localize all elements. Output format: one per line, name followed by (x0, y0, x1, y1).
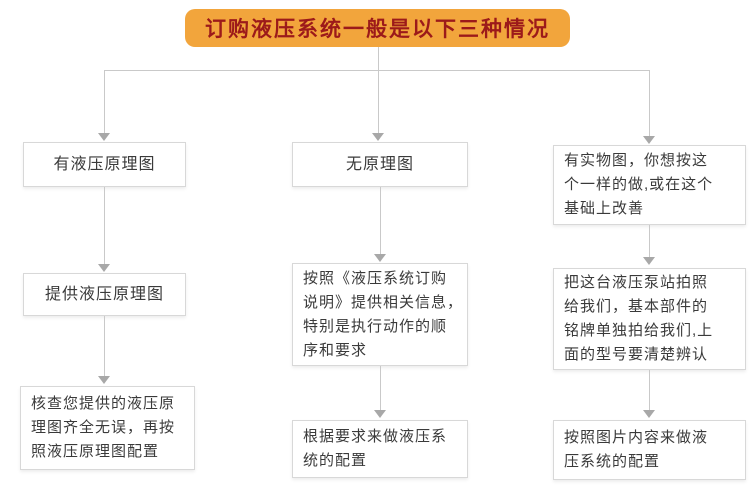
connector-line (380, 187, 381, 254)
arrow-down-icon (643, 257, 655, 265)
connector-line (104, 316, 105, 376)
connector-line (104, 70, 650, 71)
connector-line (378, 47, 379, 71)
box-config-by-photos: 按照图片内容来做液 压系统的配置 (553, 420, 746, 480)
arrow-down-icon (98, 133, 110, 141)
box-no-schematic: 无原理图 (292, 142, 468, 187)
connector-line (380, 366, 381, 410)
box-order-instructions: 按照《液压系统订购 说明》提供相关信息， 特别是执行动作的顺 序和要求 (292, 263, 468, 366)
box-has-schematic: 有液压原理图 (23, 142, 186, 187)
connector-line (104, 187, 105, 264)
box-provide-schematic: 提供液压原理图 (23, 273, 186, 316)
connector-line (649, 370, 650, 410)
arrow-down-icon (643, 410, 655, 418)
connector-line (649, 225, 650, 258)
box-has-photo: 有实物图，你想按这 个一样的做,或在这个 基础上改善 (553, 145, 746, 225)
arrow-down-icon (374, 254, 386, 262)
connector-line (378, 70, 379, 134)
arrow-down-icon (643, 136, 655, 144)
box-config-by-requirements: 根据要求来做液压系 统的配置 (292, 420, 468, 478)
connector-line (104, 70, 105, 134)
arrow-down-icon (98, 264, 110, 272)
flow-title: 订购液压系统一般是以下三种情况 (185, 9, 570, 47)
arrow-down-icon (98, 376, 110, 384)
connector-line (649, 70, 650, 137)
arrow-down-icon (374, 410, 386, 418)
box-send-photos: 把这台液压泵站拍照 给我们，基本部件的 铭牌单独拍给我们,上 面的型号要清楚辨认 (553, 268, 746, 370)
box-verify-schematic: 核查您提供的液压原 理图齐全无误，再按 照液压原理图配置 (20, 386, 195, 470)
arrow-down-icon (372, 133, 384, 141)
